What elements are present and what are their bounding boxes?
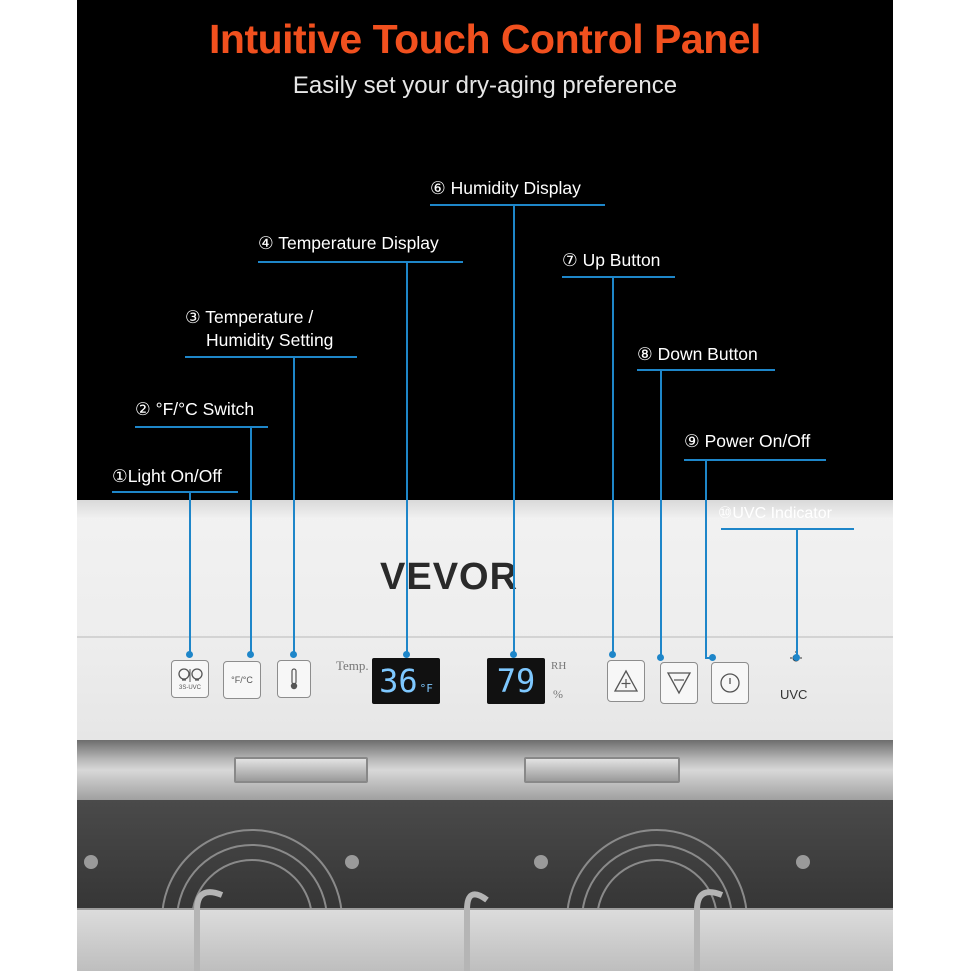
leader-line bbox=[796, 529, 798, 657]
leader-line bbox=[513, 205, 515, 654]
page-subtitle: Easily set your dry-aging preference bbox=[292, 72, 678, 99]
right-bracket bbox=[524, 757, 680, 783]
header-background bbox=[77, 0, 893, 500]
callout-setting: ③ Temperature / bbox=[185, 307, 314, 327]
page-title: Intuitive Touch Control Panel bbox=[209, 16, 761, 62]
leader-line bbox=[250, 427, 252, 654]
control-panel bbox=[77, 500, 893, 740]
thermometer-icon bbox=[290, 668, 298, 690]
metal-bar bbox=[77, 740, 893, 800]
up-button[interactable] bbox=[607, 660, 645, 702]
callout-underline bbox=[112, 491, 238, 493]
leader-dot bbox=[609, 651, 616, 658]
callout-humidity-display: ⑥ Humidity Display bbox=[430, 178, 581, 198]
leader-dot bbox=[709, 654, 716, 661]
leader-dot bbox=[793, 654, 800, 661]
temperature-value: 36 bbox=[379, 662, 418, 700]
callout-underline bbox=[684, 459, 826, 461]
callout-power: ⑨ Power On/Off bbox=[684, 431, 811, 451]
leader-line bbox=[705, 460, 707, 658]
temperature-display: 36 °F bbox=[372, 658, 440, 704]
shelf-tray bbox=[77, 908, 893, 971]
leader-dot bbox=[290, 651, 297, 658]
light-bulb-icon bbox=[178, 668, 203, 682]
leader-dot bbox=[510, 651, 517, 658]
right-margin bbox=[893, 0, 970, 971]
leader-dot bbox=[186, 651, 193, 658]
temp-label: Temp. bbox=[336, 658, 369, 673]
power-icon bbox=[720, 673, 740, 693]
callout-uvc: ⑩UVC Indicator bbox=[718, 505, 832, 522]
leader-line bbox=[406, 262, 408, 654]
shelf-hooks bbox=[194, 889, 724, 971]
light-button[interactable]: 3S-UVC bbox=[171, 660, 209, 698]
callout-underline bbox=[185, 356, 357, 358]
leader-dot bbox=[247, 651, 254, 658]
temperature-unit: °F bbox=[419, 681, 433, 695]
left-margin bbox=[0, 0, 77, 971]
humidity-display: 79 bbox=[487, 658, 545, 704]
callout-underline bbox=[562, 276, 675, 278]
callout-unit-switch: ② °F/°C Switch bbox=[135, 399, 255, 419]
callout-underline bbox=[637, 369, 775, 371]
down-triangle-icon bbox=[666, 672, 692, 695]
callout-underline bbox=[135, 426, 268, 428]
leader-line bbox=[293, 357, 295, 654]
callout-up: ⑦ Up Button bbox=[562, 250, 661, 270]
leader-line bbox=[660, 370, 662, 657]
leader-line bbox=[189, 492, 191, 654]
power-button[interactable] bbox=[711, 662, 749, 704]
setting-button[interactable] bbox=[277, 660, 311, 698]
callout-temp-display: ④ Temperature Display bbox=[258, 233, 439, 253]
callout-light: ①Light On/Off bbox=[112, 466, 222, 486]
callout-down: ⑧ Down Button bbox=[637, 344, 758, 364]
left-bracket bbox=[234, 757, 368, 783]
callout-underline bbox=[721, 528, 854, 530]
unit-switch-button[interactable]: °F/°C bbox=[223, 661, 261, 699]
brand-logo: VEVOR bbox=[380, 556, 519, 598]
leader-line bbox=[612, 277, 614, 654]
callout-underline bbox=[430, 204, 605, 206]
leader-dot bbox=[403, 651, 410, 658]
humidity-value: 79 bbox=[496, 662, 536, 700]
callout-underline bbox=[258, 261, 463, 263]
uvc-label: UVC bbox=[780, 687, 808, 702]
panel-seam bbox=[77, 636, 893, 638]
callout-setting-line2: Humidity Setting bbox=[206, 330, 334, 350]
leader-dot bbox=[657, 654, 664, 661]
down-button[interactable] bbox=[660, 662, 698, 704]
panel-top-edge bbox=[77, 500, 893, 518]
light-button-sublabel: 3S-UVC bbox=[178, 685, 201, 691]
up-triangle-icon bbox=[613, 669, 639, 692]
humidity-unit: % bbox=[553, 687, 563, 701]
humidity-label: RH bbox=[551, 660, 567, 672]
